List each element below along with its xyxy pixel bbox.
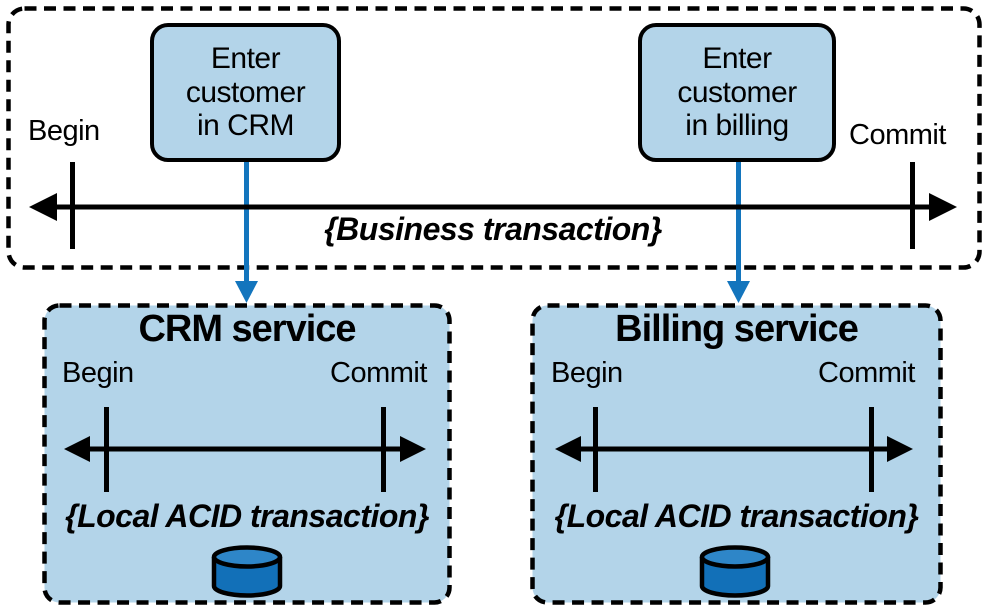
billing-timeline-arrow: [555, 407, 913, 492]
right-arrowhead-icon: [887, 436, 913, 462]
step-enter-customer-in-billing: Enter customer in billing: [638, 23, 836, 162]
crm-begin-label: Begin: [62, 357, 134, 389]
crm-commit-label: Commit: [330, 357, 427, 389]
right-arrowhead-icon: [929, 193, 957, 221]
right-arrowhead-icon: [400, 436, 426, 462]
business-timeline-arrow: [29, 162, 957, 249]
business-commit-label: Commit: [849, 119, 946, 151]
left-arrowhead-icon: [64, 436, 90, 462]
crm-service-box: [42, 303, 452, 605]
crm-local-acid-annotation: {Local ACID transaction}: [65, 498, 429, 534]
down-arrow-crm-icon: [235, 162, 258, 303]
billing-local-acid-annotation: {Local ACID transaction}: [554, 498, 919, 534]
down-arrow-billing-icon: [727, 162, 750, 303]
step-enter-customer-in-crm: Enter customer in CRM: [150, 23, 341, 162]
billing-service-box: [530, 303, 943, 605]
billing-commit-label: Commit: [818, 357, 915, 389]
left-arrowhead-icon: [29, 193, 57, 221]
crm-database-icon: [211, 545, 283, 598]
billing-database-icon: [699, 545, 771, 598]
crm-service-title: CRM service: [138, 308, 356, 350]
left-arrowhead-icon: [555, 436, 581, 462]
business-begin-label: Begin: [28, 115, 100, 147]
crm-timeline-arrow: [64, 407, 426, 492]
billing-service-title: Billing service: [615, 308, 859, 350]
business-transaction-annotation: {Business transaction}: [324, 211, 662, 247]
billing-begin-label: Begin: [551, 357, 623, 389]
